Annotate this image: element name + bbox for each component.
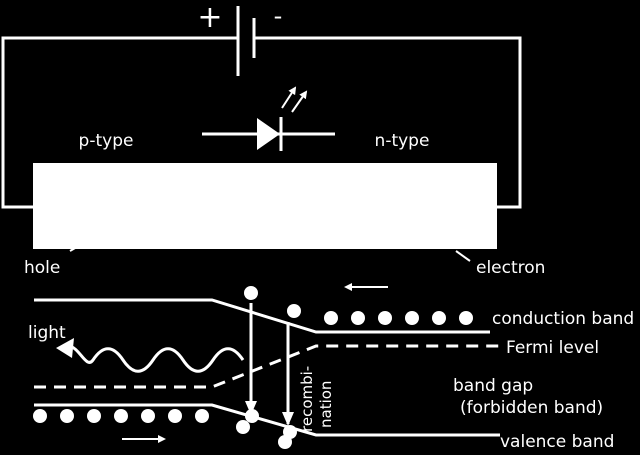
valence-holes [33, 409, 297, 449]
circuit [1, 6, 522, 209]
conduction-electrons [244, 286, 473, 325]
n-type-label: n-type [375, 131, 430, 151]
light-wave [71, 345, 245, 373]
band-gap-label: band gap [453, 376, 533, 396]
led-symbol [202, 86, 335, 151]
emission-arrow-2 [291, 90, 308, 113]
conduction-band-line [34, 298, 490, 334]
battery-plus-sign: + [197, 0, 222, 35]
emission-arrow-1 [281, 86, 297, 109]
fermi-level-line [34, 344, 500, 389]
fermi-level-label: Fermi level [506, 338, 599, 358]
semiconductor-block [33, 163, 497, 249]
hole-label: hole [24, 258, 60, 278]
diode-triangle [257, 118, 280, 150]
forbidden-band-label: (forbidden band) [460, 398, 603, 418]
circuit-wire-right [254, 36, 522, 209]
recombination-label-line2: nation [317, 381, 335, 428]
circuit-wire-left [1, 36, 238, 209]
hole-pointer [69, 243, 83, 252]
electron-pointer [455, 250, 471, 262]
electron-label: electron [476, 258, 545, 278]
conduction-band-label: conduction band [492, 309, 634, 329]
valence-band-label: valence band [500, 432, 614, 450]
light-label: light [28, 323, 66, 343]
light-arrowhead [56, 338, 74, 358]
p-type-label: p-type [79, 131, 134, 151]
band-lines [34, 298, 500, 437]
recombination-label-line1: recombi- [298, 366, 316, 432]
valence-band-line [34, 403, 500, 437]
battery-minus-sign: - [274, 2, 283, 30]
